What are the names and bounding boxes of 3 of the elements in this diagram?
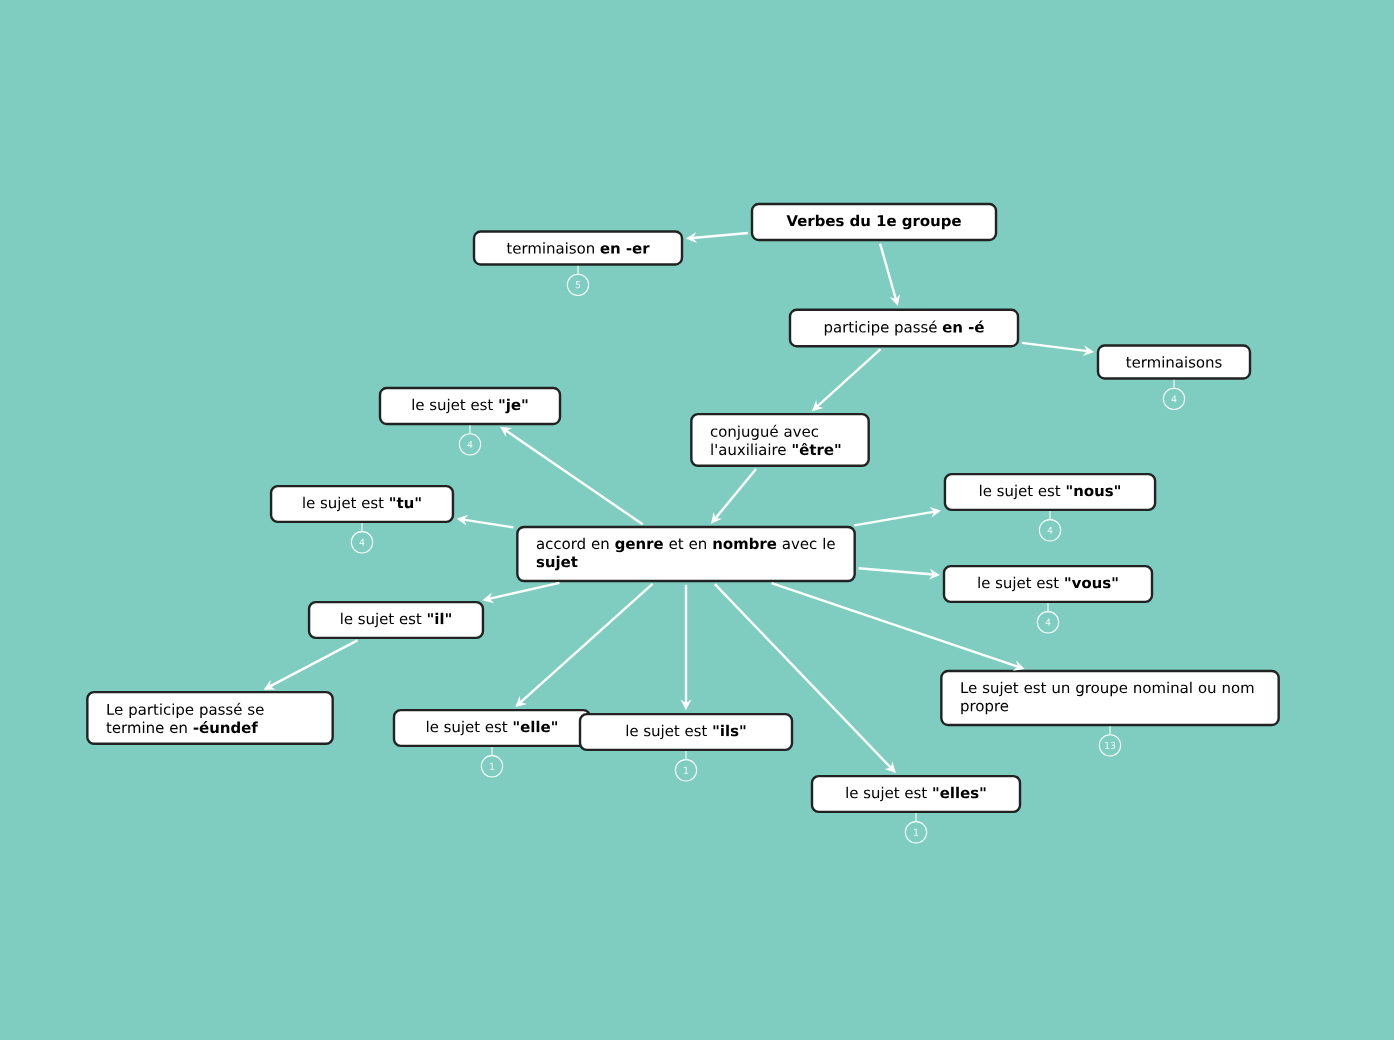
arrow: [711, 468, 757, 524]
arrow: [500, 426, 644, 526]
arrow: [714, 583, 896, 773]
